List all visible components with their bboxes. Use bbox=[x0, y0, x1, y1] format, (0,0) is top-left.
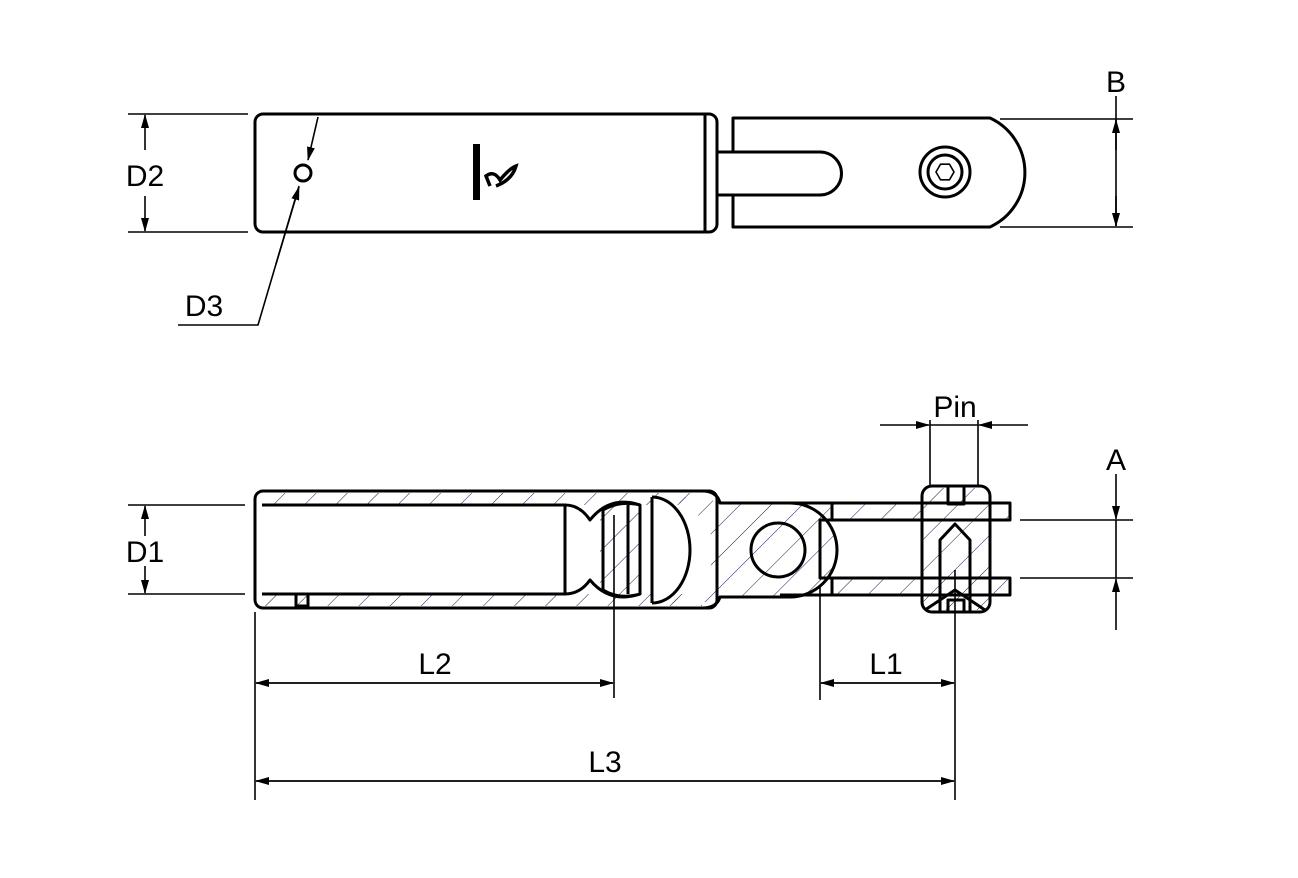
dim-label-l3: L3 bbox=[588, 746, 621, 779]
dimension-b: B bbox=[1000, 66, 1133, 228]
pin-socket bbox=[926, 153, 964, 191]
swivel-cap bbox=[601, 501, 641, 598]
fork-arms bbox=[780, 501, 1012, 597]
tube-outline bbox=[253, 489, 719, 610]
dim-label-d1: D1 bbox=[126, 536, 164, 569]
hex-socket-icon bbox=[935, 163, 955, 181]
dimension-d3: D3 bbox=[178, 116, 319, 326]
dimension-l1: L1 bbox=[819, 570, 956, 800]
dimension-a: A bbox=[1020, 444, 1133, 630]
tube-bore bbox=[262, 503, 567, 596]
tube-body bbox=[253, 112, 719, 234]
dimension-d2: D2 bbox=[126, 113, 248, 233]
pin-bore bbox=[938, 522, 972, 612]
dim-label-d3: D3 bbox=[185, 290, 223, 323]
ball-head bbox=[651, 495, 692, 605]
dim-label-a: A bbox=[1106, 444, 1126, 477]
dim-label-l2: L2 bbox=[418, 648, 451, 681]
eye-link bbox=[701, 489, 839, 610]
pin-slot-bottom bbox=[946, 598, 966, 614]
dimension-pin: Pin bbox=[880, 391, 1028, 485]
neck bbox=[717, 150, 733, 197]
dim-label-l1: L1 bbox=[869, 648, 902, 681]
dim-label-d2: D2 bbox=[126, 160, 164, 193]
swage-end bbox=[564, 500, 642, 599]
logo-icon bbox=[473, 144, 519, 200]
side-view: D1 A Pin L2 bbox=[126, 391, 1133, 800]
cross-hole bbox=[293, 163, 313, 183]
dim-label-pin: Pin bbox=[933, 391, 976, 424]
eye-hole bbox=[749, 521, 807, 579]
pin-slot-top bbox=[946, 484, 966, 506]
vent-hole bbox=[294, 592, 310, 608]
top-view: D2 D3 B bbox=[126, 66, 1133, 326]
dimension-d1: D1 bbox=[126, 504, 245, 595]
fork-plate bbox=[731, 116, 1027, 229]
pin-head bbox=[918, 145, 972, 199]
dim-label-b: B bbox=[1106, 66, 1126, 99]
dimension-l2: L2 bbox=[254, 515, 615, 800]
dimension-l3: L3 bbox=[255, 746, 955, 785]
